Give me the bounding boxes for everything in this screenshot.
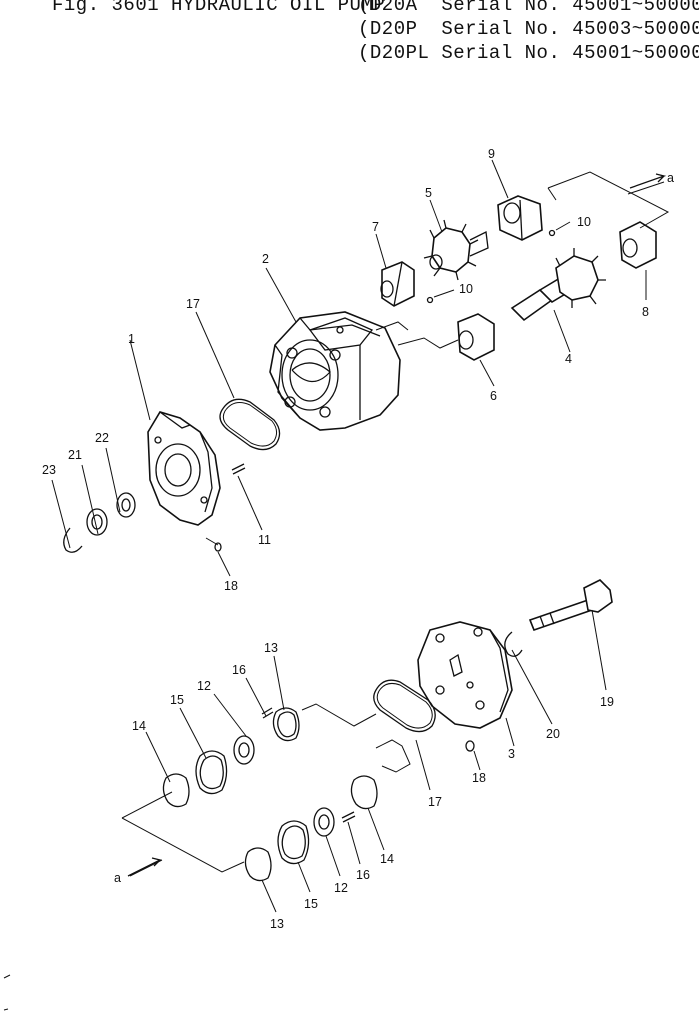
front-cover-part <box>147 411 221 526</box>
callout-label: 3 <box>508 747 515 761</box>
callout-label: 8 <box>642 305 649 319</box>
callout-label: 1 <box>128 332 135 346</box>
arrow-a-upper <box>629 173 667 189</box>
callout-label: 17 <box>186 297 200 311</box>
bolt-and-washer-part <box>504 579 613 657</box>
arrow-a-lower <box>127 857 162 877</box>
callout-label: 23 <box>42 463 56 477</box>
model-name: (D20A <box>358 0 418 16</box>
callout-label: 20 <box>546 727 560 741</box>
callout-label: 4 <box>565 352 572 366</box>
driven-gear-5-part <box>423 219 489 281</box>
model-row-1: (D20A Serial No. 45001~50000) <box>358 0 699 16</box>
serial-range: Serial No. 45001~50000) <box>441 42 699 64</box>
callout-label: 5 <box>425 186 432 200</box>
model-name: (D20PL <box>358 42 430 64</box>
callout-label: 15 <box>304 897 318 911</box>
callout-label: 7 <box>372 220 379 234</box>
callout-label: 14 <box>380 852 394 866</box>
callout-label: 9 <box>488 147 495 161</box>
bushing-9-part <box>497 195 556 241</box>
bushing-6-part <box>457 313 495 361</box>
callout-label: 13 <box>270 917 284 931</box>
callout-label: 11 <box>258 533 271 547</box>
seal-group-upper-part <box>162 707 300 808</box>
callout-label: 16 <box>232 663 246 677</box>
bushing-7-part <box>380 261 434 307</box>
small-parts-left <box>63 492 222 553</box>
o-ring-upper-part <box>219 398 281 451</box>
callout-label: 6 <box>490 389 497 403</box>
callout-labels: 2 1 17 9 5 7 10 10 a 8 4 6 22 21 23 11 1… <box>42 147 674 931</box>
callout-label: 2 <box>262 252 269 266</box>
callout-label: 16 <box>356 868 370 882</box>
callout-label: 15 <box>170 693 184 707</box>
seal-group-lower-part <box>244 775 378 882</box>
callout-label: 22 <box>95 431 109 445</box>
o-ring-lower-part <box>373 679 436 733</box>
serial-range: Serial No. 45003~50000) <box>441 18 699 40</box>
o-ring-18-part <box>465 740 475 752</box>
callout-label: 17 <box>428 795 442 809</box>
callout-label: a <box>114 871 121 885</box>
drive-shaft-4-part <box>510 248 606 322</box>
callout-label: 12 <box>197 679 211 693</box>
model-row-2: (D20P Serial No. 45003~50000) <box>358 18 699 40</box>
scan-marks <box>3 974 11 1011</box>
group-bracket-lines <box>121 171 670 877</box>
callout-label: 18 <box>472 771 486 785</box>
model-row-3: (D20PL Serial No. 45001~50000) <box>358 42 699 64</box>
pump-body-part <box>269 311 401 431</box>
model-name: (D20P <box>358 18 418 40</box>
pin-part <box>231 463 246 475</box>
bushing-8-part <box>619 221 657 269</box>
callout-label: 21 <box>68 448 82 462</box>
callout-label: 19 <box>600 695 614 709</box>
callout-label: 10 <box>577 215 591 229</box>
callout-label: 14 <box>132 719 146 733</box>
serial-range: Serial No. 45001~50000) <box>441 0 699 16</box>
callout-label: 13 <box>264 641 278 655</box>
callout-label: 12 <box>334 881 348 895</box>
callout-label: 10 <box>459 282 473 296</box>
figure-title: Fig. 3601 HYDRAULIC OIL PUMP <box>52 0 386 16</box>
callout-label: a <box>667 171 674 185</box>
leader-lines <box>51 159 647 913</box>
callout-label: 18 <box>224 579 238 593</box>
